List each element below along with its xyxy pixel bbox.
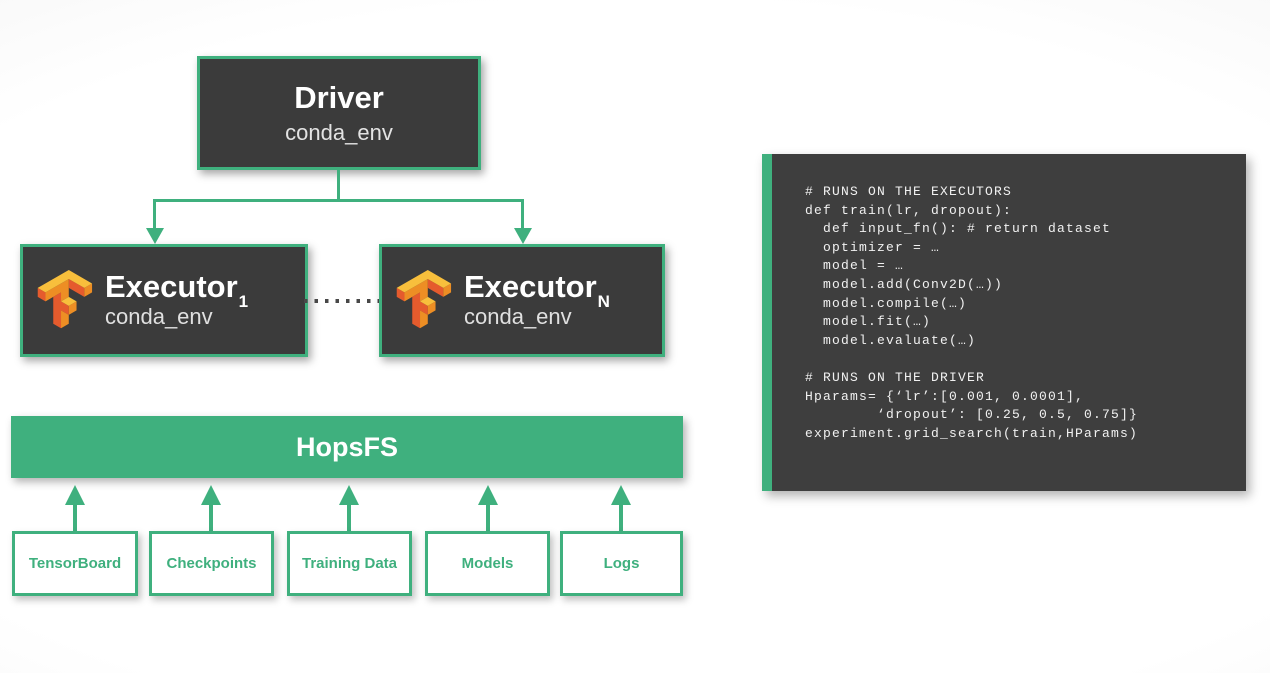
storage-label: Logs: [603, 555, 640, 572]
storage-connector-line: [486, 502, 490, 532]
executor-n-subscript: N: [597, 292, 610, 311]
code-line: Hparams= {‘lr’:[0.001, 0.0001],: [805, 388, 1085, 404]
code-line: # RUNS ON THE EXECUTORS: [805, 184, 1013, 199]
code-line: experiment.grid_search(train,HParams): [805, 425, 1139, 441]
storage-label: Models: [461, 555, 514, 572]
storage-connector-line: [619, 502, 623, 532]
driver-env-label: conda_env: [285, 119, 393, 145]
arrowhead-up-icon: [478, 485, 498, 505]
tensorflow-icon: [37, 269, 93, 328]
executor-1-title-text: Executor: [105, 269, 238, 304]
executor-n-text: ExecutorN conda_env: [464, 271, 610, 330]
storage-label: TensorBoard: [28, 555, 122, 572]
storage-box-models: Models: [425, 531, 550, 596]
storage-label: Checkpoints: [166, 555, 257, 572]
code-line: def train(lr, dropout):: [805, 202, 1013, 218]
arrowhead-down-right-icon: [514, 228, 532, 244]
arrowhead-up-icon: [65, 485, 85, 505]
storage-box-tensorboard: TensorBoard: [12, 531, 138, 596]
executor-n-env-label: conda_env: [464, 304, 572, 329]
executor-1-text: Executor1 conda_env: [105, 271, 248, 330]
code-line: def input_fn(): # return dataset: [805, 221, 1112, 237]
driver-connector-horizontal: [153, 199, 524, 202]
arrowhead-up-icon: [339, 485, 359, 505]
driver-title: Driver: [294, 80, 384, 116]
executor-n-title: ExecutorN: [464, 269, 610, 310]
executor-1-node: Executor1 conda_env: [20, 244, 308, 357]
code-line: model = …: [805, 258, 905, 274]
code-line: ‘dropout’: [0.25, 0.5, 0.75]}: [805, 407, 1139, 423]
driver-connector-vertical: [337, 170, 340, 201]
code-line: model.fit(…): [805, 314, 932, 330]
tensorflow-icon: [396, 269, 452, 328]
code-line: model.evaluate(…): [805, 332, 977, 348]
code-line: model.add(Conv2D(…)): [805, 276, 1004, 292]
executor-1-env-label: conda_env: [105, 304, 213, 329]
connector-stub-right: [521, 201, 524, 229]
code-snippet-panel: # RUNS ON THE EXECUTORS def train(lr, dr…: [762, 154, 1246, 491]
code-line: model.compile(…): [805, 295, 968, 311]
arrowhead-up-icon: [611, 485, 631, 505]
storage-box-logs: Logs: [560, 531, 683, 596]
storage-box-training-data: Training Data: [287, 531, 412, 596]
executor-n-node: ExecutorN conda_env: [379, 244, 665, 357]
storage-label: Training Data: [301, 555, 398, 572]
code-line: [805, 350, 1232, 369]
storage-connector-line: [209, 502, 213, 532]
hopsfs-bar: HopsFS: [11, 416, 683, 478]
hopsfs-label: HopsFS: [295, 431, 398, 462]
executor-1-title: Executor1: [105, 269, 248, 310]
storage-box-checkpoints: Checkpoints: [149, 531, 274, 596]
connector-stub-left: [153, 201, 156, 229]
code-line: optimizer = …: [805, 239, 941, 255]
executors-ellipsis-dots: [304, 299, 382, 303]
storage-connector-line: [347, 502, 351, 532]
executor-1-subscript: 1: [238, 292, 249, 311]
arrowhead-down-left-icon: [146, 228, 164, 244]
code-line: # RUNS ON THE DRIVER: [805, 369, 986, 385]
driver-node: Driver conda_env: [197, 56, 481, 170]
arrowhead-up-icon: [201, 485, 221, 505]
storage-connector-line: [73, 502, 77, 532]
executor-n-title-text: Executor: [464, 269, 597, 304]
